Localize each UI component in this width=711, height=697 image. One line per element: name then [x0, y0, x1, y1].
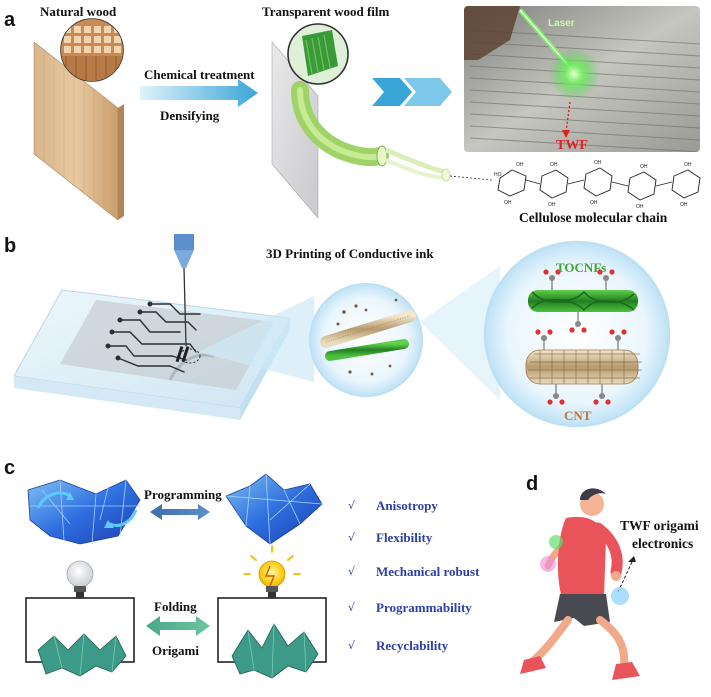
property-programmability: Programmability — [376, 600, 472, 615]
tocnf-cnt-bubble — [483, 240, 671, 428]
panel-b-title: 3D Printing of Conductive ink — [266, 246, 434, 261]
natural-wood-label: Natural wood — [40, 4, 117, 19]
folding-label: Folding — [154, 599, 197, 614]
label-pointer-head — [628, 556, 636, 562]
panel-d-letter: d — [526, 473, 538, 495]
programming-double-arrow — [150, 504, 210, 520]
panel-a: a — [4, 4, 701, 225]
panel-a-letter: a — [4, 9, 16, 31]
property-recyclability: Recyclability — [376, 638, 449, 653]
laser-label: Laser — [548, 18, 575, 29]
origami-module-off — [37, 633, 127, 677]
tocnfs-label: TOCNFs — [556, 260, 606, 275]
svg-text:OH: OH — [504, 200, 512, 206]
folding-arrow — [146, 616, 210, 636]
film-magnifier — [287, 23, 349, 85]
cnt-label: CNT — [564, 408, 592, 423]
step-densifying: Densifying — [160, 108, 220, 123]
step-chemical-treatment: Chemical treatment — [144, 67, 255, 82]
property-check: √ — [348, 639, 356, 652]
chevron-arrow-2 — [404, 78, 452, 106]
svg-text:OH: OH — [590, 200, 598, 206]
property-anisotropy: Anisotropy — [376, 498, 438, 513]
zoom-beam-2 — [420, 266, 500, 400]
svg-text:HO: HO — [494, 172, 502, 178]
twf-origami-label-line2: electronics — [632, 536, 693, 551]
print-nozzle — [174, 234, 201, 364]
origami-flat — [27, 479, 141, 545]
svg-text:OH: OH — [684, 162, 692, 168]
twf-origami-label-line1: TWF origami — [620, 518, 699, 533]
panel-b: b 3D Printing of Conductive ink — [4, 234, 671, 428]
wood-cell-magnifier — [60, 18, 124, 82]
circuit-off — [25, 560, 135, 677]
twf-pointer — [565, 101, 571, 133]
svg-text:OH: OH — [636, 204, 644, 210]
origami-folded — [225, 473, 323, 545]
chevron-arrow — [372, 78, 412, 106]
runner-figure — [520, 488, 640, 680]
cellulose-oh-groups: HO OH OH OH OH OH OH OH OH OH OH — [494, 160, 692, 210]
circuit-on — [217, 545, 327, 679]
carboxyl-groups — [535, 269, 627, 405]
zoom-beam — [198, 296, 314, 382]
svg-text:OH: OH — [516, 162, 524, 168]
twf-label: TWF — [556, 138, 588, 153]
property-mechanical-robust: Mechanical robust — [376, 564, 480, 579]
transparent-wood-film-label: Transparent wood film — [262, 4, 390, 19]
origami-label: Origami — [152, 643, 199, 658]
panel-d: d TWF origami electronics — [520, 473, 699, 680]
property-list: √ Anisotropy √ Flexibility √ Mechanical … — [348, 498, 480, 653]
natural-wood-plank — [33, 41, 124, 221]
panel-c: c Programming — [4, 457, 480, 679]
twf-pointer-head — [562, 130, 570, 138]
laser-photo — [464, 6, 700, 152]
svg-text:OH: OH — [594, 160, 602, 166]
programming-label: Programming — [144, 487, 222, 502]
cellulose-chain-structure — [497, 167, 701, 201]
cellulose-label: Cellulose molecular chain — [519, 210, 668, 225]
origami-module-on — [231, 623, 319, 679]
svg-text:OH: OH — [640, 164, 648, 170]
property-flexibility: Flexibility — [376, 530, 433, 545]
printing-plate — [13, 289, 291, 420]
property-check: √ — [348, 531, 356, 544]
property-check: √ — [348, 601, 356, 614]
ink-bubble — [309, 283, 423, 397]
svg-text:OH: OH — [680, 202, 688, 208]
panel-b-letter: b — [4, 235, 16, 257]
svg-text:OH: OH — [550, 162, 558, 168]
property-check: √ — [348, 565, 356, 578]
process-arrow — [140, 79, 258, 107]
panel-c-letter: c — [4, 457, 15, 479]
svg-text:OH: OH — [548, 202, 556, 208]
cellulose-fiber-bundle — [291, 81, 493, 182]
label-pointer — [617, 561, 633, 593]
property-check: √ — [348, 499, 356, 512]
